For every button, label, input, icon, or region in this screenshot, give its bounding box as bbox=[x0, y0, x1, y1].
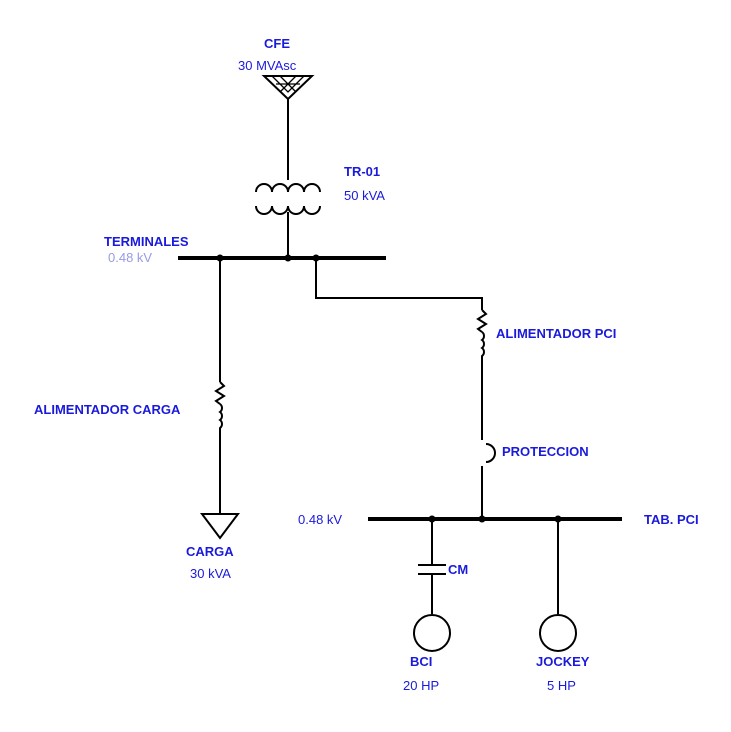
pci-feeder-line bbox=[315, 258, 483, 310]
load-symbol[interactable] bbox=[200, 513, 240, 540]
motor-jockey-rating: 5 HP bbox=[547, 678, 576, 693]
capacitor-name: CM bbox=[448, 562, 468, 577]
pci-bus-name: TAB. PCI bbox=[644, 512, 699, 527]
transformer-rating: 50 kVA bbox=[344, 188, 385, 203]
utility-source-symbol[interactable] bbox=[261, 75, 315, 101]
bus-node bbox=[284, 254, 292, 262]
protection-name: PROTECCION bbox=[502, 444, 589, 459]
bus-node bbox=[478, 515, 486, 523]
pci-feeder-impedance-symbol[interactable] bbox=[476, 309, 488, 362]
protection-symbol[interactable] bbox=[485, 443, 496, 463]
main-bus-voltage: 0.48 kV bbox=[108, 250, 152, 265]
motor-bci-symbol[interactable] bbox=[413, 614, 451, 652]
load-rating: 30 kVA bbox=[190, 566, 231, 581]
source-rating: 30 MVAsc bbox=[238, 58, 297, 73]
pci-feeder-name: ALIMENTADOR PCI bbox=[496, 326, 616, 341]
load-name: CARGA bbox=[186, 544, 234, 559]
motor-bci-name: BCI bbox=[410, 654, 432, 669]
capacitor-symbol[interactable] bbox=[418, 564, 446, 575]
motor-jockey-name: JOCKEY bbox=[536, 654, 590, 669]
load-feeder-name: ALIMENTADOR CARGA bbox=[34, 402, 181, 417]
motor-bci-rating: 20 HP bbox=[403, 678, 439, 693]
main-bus-name: TERMINALES bbox=[104, 234, 189, 249]
transformer-name: TR-01 bbox=[344, 164, 380, 179]
pci-bus-voltage: 0.48 kV bbox=[298, 512, 342, 527]
source-name: CFE bbox=[264, 36, 290, 51]
motor-jockey-symbol[interactable] bbox=[539, 614, 577, 652]
transformer-symbol[interactable] bbox=[255, 183, 321, 215]
load-feeder-impedance-symbol[interactable] bbox=[214, 381, 226, 434]
